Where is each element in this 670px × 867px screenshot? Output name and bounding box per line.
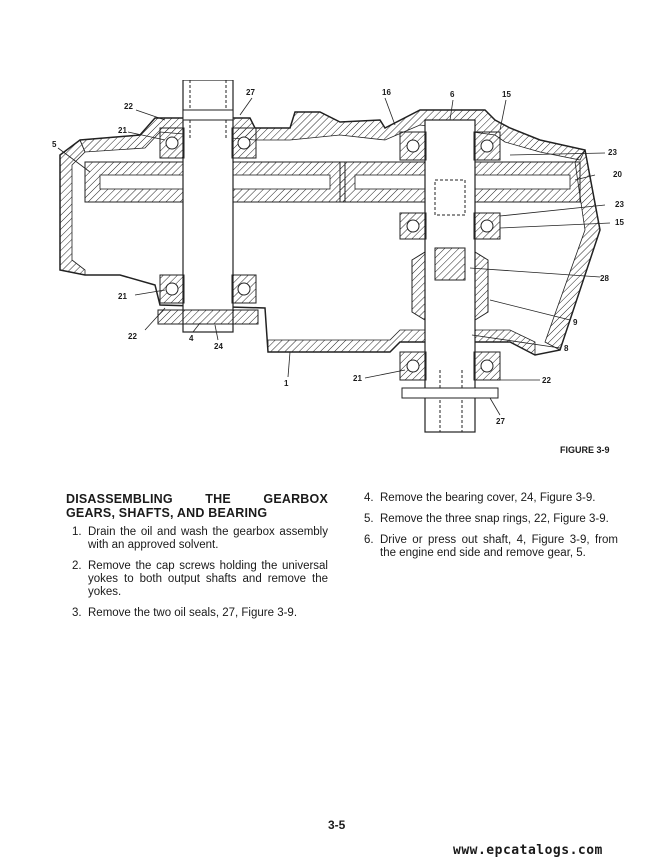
callout-15-top: 15 — [502, 90, 511, 99]
step-number: 1. — [72, 526, 82, 538]
step-number: 3. — [72, 607, 82, 619]
sleeve-28 — [434, 247, 466, 281]
list-item: 4. Remove the bearing cover, 24, Figure … — [358, 492, 618, 505]
list-item: 5. Remove the three snap rings, 22, Figu… — [358, 513, 618, 526]
list-item: 6. Drive or press out shaft, 4, Figure 3… — [358, 534, 618, 560]
bearing-right-bottom — [399, 351, 501, 381]
leader-lines — [57, 97, 611, 416]
steps-list-left: 1. Drain the oil and wash the gearbox as… — [66, 526, 328, 620]
list-item: 2. Remove the cap screws holding the uni… — [66, 560, 328, 599]
callout-22-top: 22 — [124, 102, 133, 111]
step-text: Drive or press out shaft, 4, Figure 3-9,… — [380, 534, 618, 559]
callout-20: 20 — [613, 170, 622, 179]
callout-16: 16 — [382, 88, 391, 97]
step-text: Remove the three snap rings, 22, Figure … — [380, 513, 609, 525]
callout-1: 1 — [284, 379, 289, 388]
oil-seal-bottom — [401, 387, 499, 399]
step-text: Remove the two oil seals, 27, Figure 3-9… — [88, 607, 298, 619]
section-title-line-2: GEARS, SHAFTS, AND BEARING — [66, 506, 268, 520]
callout-6: 6 — [450, 90, 455, 99]
callout-27-top: 27 — [246, 88, 255, 97]
callout-4: 4 — [189, 334, 194, 343]
callout-22-bottom: 22 — [542, 376, 551, 385]
callout-22-left: 22 — [128, 332, 137, 341]
list-item: 1. Drain the oil and wash the gearbox as… — [66, 526, 328, 552]
step-number: 5. — [364, 513, 374, 525]
figure-caption: FIGURE 3-9 — [560, 445, 610, 455]
callout-21-bottom: 21 — [353, 374, 362, 383]
callout-24: 24 — [214, 342, 223, 351]
callout-21-top: 21 — [118, 126, 127, 135]
callout-9: 9 — [573, 318, 578, 327]
bearing-left-top — [159, 127, 257, 159]
step-number: 6. — [364, 534, 374, 546]
section-title: DISASSEMBLING THE GEARBOX GEARS, SHAFTS,… — [66, 492, 328, 520]
step-number: 4. — [364, 492, 374, 504]
page-number: 3-5 — [328, 818, 346, 832]
callout-5: 5 — [52, 140, 57, 149]
callout-8: 8 — [564, 344, 569, 353]
housing-wall-left — [59, 139, 86, 276]
watermark-text: www.epcatalogs.com — [453, 843, 603, 858]
bearing-right-mid — [399, 212, 501, 240]
callout-28: 28 — [600, 274, 609, 283]
step-text: Remove the cap screws holding the univer… — [88, 560, 328, 598]
bearing-right-top — [399, 131, 501, 161]
gearbox-cross-section-figure: 27 22 21 5 16 6 15 23 20 23 15 28 9 8 21… — [40, 79, 640, 440]
callout-27-bottom: 27 — [496, 417, 505, 426]
step-number: 2. — [72, 560, 82, 572]
callout-15-mid: 15 — [615, 218, 624, 227]
steps-list-right: 4. Remove the bearing cover, 24, Figure … — [358, 492, 618, 560]
gearbox-drawing — [57, 79, 611, 433]
list-item: 3. Remove the two oil seals, 27, Figure … — [66, 607, 328, 620]
bearing-left-bottom — [159, 274, 257, 304]
left-column: DISASSEMBLING THE GEARBOX GEARS, SHAFTS,… — [66, 492, 328, 628]
callout-23-top: 23 — [608, 148, 617, 157]
callout-23-mid: 23 — [615, 200, 624, 209]
bearing-cover-24 — [157, 309, 259, 325]
step-text: Remove the bearing cover, 24, Figure 3-9… — [380, 492, 596, 504]
step-text: Drain the oil and wash the gearbox assem… — [88, 526, 328, 551]
oil-seal-top — [182, 109, 234, 121]
shaft-4 — [182, 79, 234, 333]
section-title-line-1: DISASSEMBLING THE GEARBOX — [66, 492, 328, 506]
right-column: 4. Remove the bearing cover, 24, Figure … — [358, 492, 618, 568]
callout-21-left: 21 — [118, 292, 127, 301]
sprocket-9 — [411, 251, 489, 321]
